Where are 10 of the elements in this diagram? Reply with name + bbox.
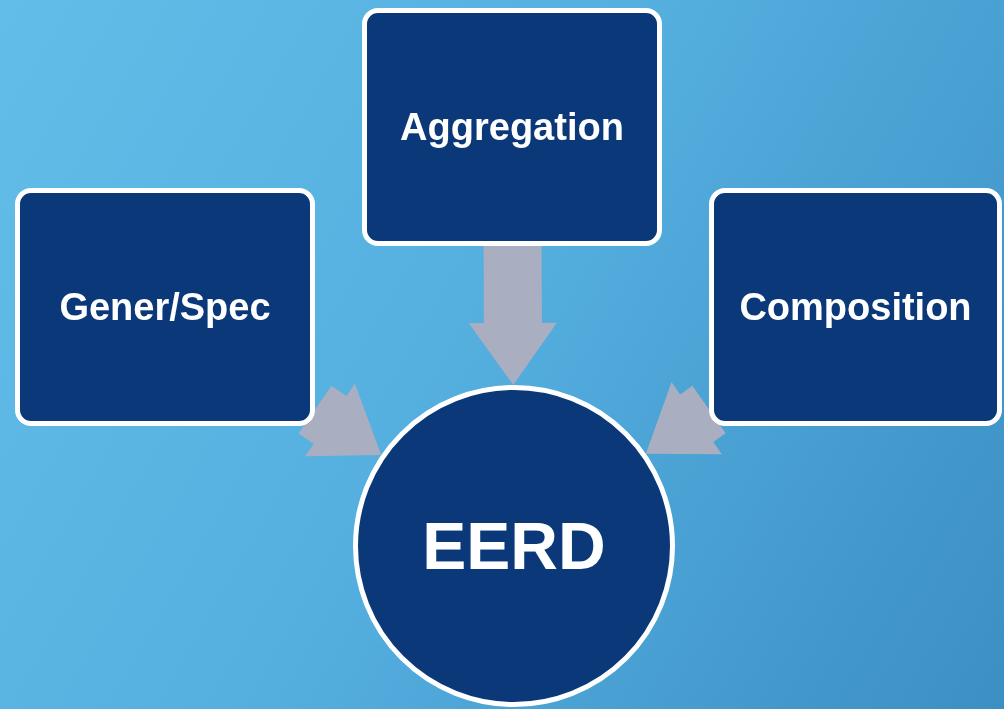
process-box — [15, 188, 315, 426]
process-box — [362, 8, 662, 246]
node-label: Aggregation — [400, 105, 624, 149]
block-arrow — [468, 245, 557, 385]
process-box — [709, 188, 1002, 426]
node-label: EERD — [422, 508, 606, 584]
block-arrow — [645, 382, 726, 455]
node-label: Composition — [739, 285, 972, 329]
node-label: Gener/Spec — [59, 285, 271, 329]
block-arrow — [298, 383, 382, 457]
